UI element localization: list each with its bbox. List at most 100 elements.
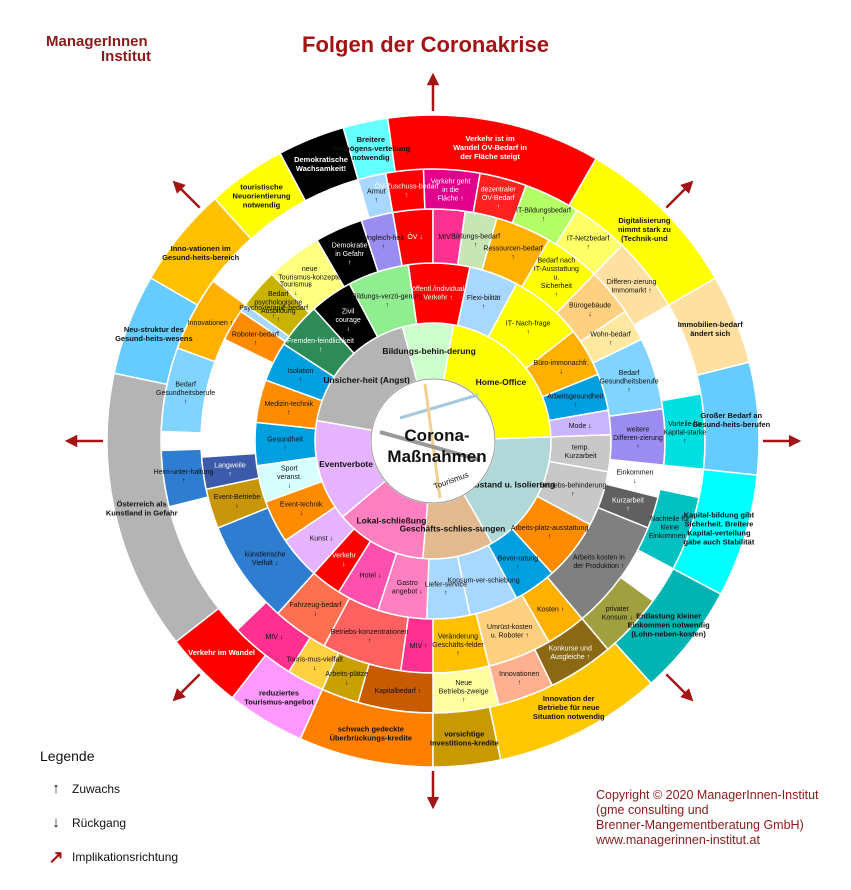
ring1-label: Bildungs-behin-derung <box>382 346 476 356</box>
ring5-segment <box>175 607 267 699</box>
ring3-label: Ressourcen-bedarf↑ <box>483 245 543 261</box>
ring2-label: Verkehr↓ <box>332 552 357 568</box>
implication-arrow <box>665 180 694 209</box>
ring4-label: Touris-mus-vielfalt↓ <box>286 657 342 673</box>
ring1-label: Lokal-schließung <box>356 516 426 526</box>
ring4-label: Arbeits-plätze↓ <box>325 671 368 687</box>
implication-arrows <box>64 72 802 810</box>
legend-label: Implikationsrichtung <box>72 850 179 864</box>
center-label-line1: Corona- <box>404 426 469 445</box>
wheel-center: Corona- Maßnahmen Tourismus <box>370 378 496 504</box>
ring2-label: Kunst ↓ <box>310 535 333 542</box>
copyright-line1: Copyright © 2020 ManagerInnen-Institut <box>596 788 819 802</box>
logo-line2: Institut <box>101 48 151 65</box>
ring5-segment <box>149 197 253 307</box>
ring3-label: MIV ↓ <box>438 234 456 241</box>
ring4-label: Innovationen ↑ <box>188 320 234 327</box>
ring2-segment <box>254 421 317 467</box>
ring3-label: Kurzarbeit↑ <box>612 497 644 513</box>
ring4-label: ÖV-Zuschuss-bedarf↑ <box>375 182 439 199</box>
ring2-label: Medizin-technik↑ <box>264 401 313 417</box>
ring4-label: Heim-unter-haltung↑ <box>153 469 213 485</box>
ring2-label: Liefer-service↑ <box>425 582 467 598</box>
legend-title: Legende <box>40 748 95 764</box>
arrow-down-icon: ↓ <box>52 814 60 831</box>
ring2-label: temp.Kurzarbeit <box>565 444 597 460</box>
ring4-label: IT-Netzbedarf↑ <box>567 236 609 252</box>
ring4-label: Innovationen↑ <box>499 671 539 687</box>
ring1-label: Geschäfts-schlies-sungen <box>400 524 506 534</box>
ring3-label: Ungleich-heit↑ <box>363 235 404 251</box>
legend-item: ↓ Rückgang <box>40 814 178 850</box>
ring5-segment <box>432 706 502 768</box>
logo: ManagerInnen Institut <box>46 34 151 64</box>
ring3-label: Tourismus↓ <box>280 282 312 298</box>
implication-arrow <box>172 673 201 702</box>
legend-item: ↗ Implikationsrichtung <box>40 847 179 884</box>
ring5-segment <box>113 276 199 386</box>
ring3-label: MIV ↑ <box>410 643 428 650</box>
ring5-segment <box>672 468 759 596</box>
center-arrow <box>423 383 442 499</box>
ring3-label: Roboter-bedarf↑ <box>232 332 279 348</box>
ring3-label: ÖV ↓ <box>407 233 423 241</box>
ring1-label: Abstand u. Isolierung <box>468 479 555 489</box>
ring2-label: Mode ↓ <box>569 423 592 430</box>
ring2-label: Event-technik↓ <box>280 501 323 517</box>
legend: Legende ↑ Zuwachs ↓ Rückgang ↗ Implikati… <box>40 748 178 884</box>
ring5-segment <box>278 126 359 202</box>
ring5-segment <box>696 361 760 476</box>
ring2-label: Bevor-ratung↑ <box>498 555 539 571</box>
arrow-up-icon: ↑ <box>52 780 60 797</box>
ring3-segment <box>270 239 346 315</box>
ring4-label: Armut↑ <box>367 189 386 205</box>
ring1-label: Eventverbote <box>319 459 373 469</box>
implication-arrow-icon: ↗ <box>48 847 64 867</box>
copyright-line3: Brenner-Mangementberatung GmbH) <box>596 818 804 832</box>
ring3-label: Event-Betriebe↓ <box>214 494 260 510</box>
ring5-label: Verkehr im Wandel <box>188 648 255 657</box>
ring5-segment <box>106 372 220 643</box>
ring2-label: Fremden-feindlichkeit↑ <box>287 338 354 354</box>
page-title: Folgen der Coronakrise <box>302 32 549 57</box>
ring2-label: Betriebs-behinderung↑ <box>539 482 606 498</box>
ring1-label: Home-Office <box>476 377 527 387</box>
ring5-segment <box>567 157 717 307</box>
ring2-label: Arbeits-platz-ausstattung↑ <box>511 525 589 541</box>
ring2-label: Flexi-bilität↑ <box>467 295 501 311</box>
ring2-label: Gesundheit↑ <box>267 437 303 453</box>
ring2-label: Bildungs-verzö-gerung↑ <box>352 293 423 309</box>
legend-label: Zuwachs <box>72 782 121 796</box>
legend-item: ↑ Zuwachs <box>40 780 178 816</box>
implication-arrow <box>665 673 694 702</box>
copyright-line4: www.managerinnen-institut.at <box>596 833 760 847</box>
ring5-segment <box>386 114 598 207</box>
ring3-label: Bildungs-bedarf↑ <box>451 234 500 250</box>
ring2-label: Konsum-ver-schiebung <box>448 577 520 584</box>
